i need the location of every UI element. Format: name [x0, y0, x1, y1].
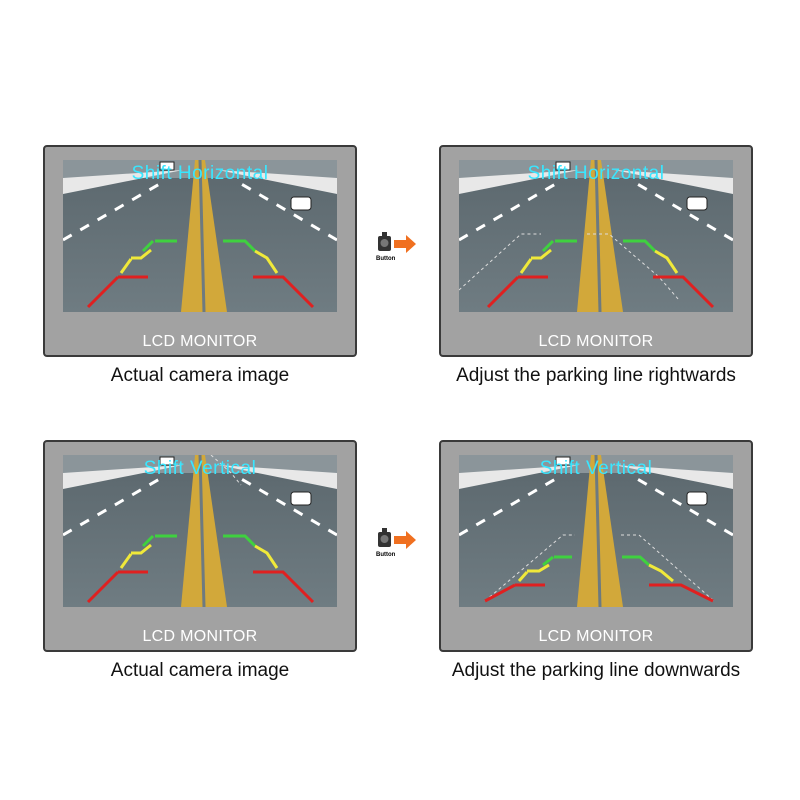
button-arrow-bottom: Button [376, 528, 420, 564]
button-label: Button [376, 552, 396, 558]
arrow-right-icon [394, 531, 416, 549]
camera-screen [459, 455, 733, 607]
camera-screen [459, 160, 733, 312]
overlay-text: Shift Horizontal [527, 163, 665, 184]
lcd-monitor: Shift Vertical LCD MONITOR [439, 440, 753, 652]
monitor-label: LCD MONITOR [538, 333, 654, 350]
overlay-text: Shift Vertical [539, 458, 653, 479]
camera-button-icon [378, 232, 416, 253]
caption: Actual camera image [110, 365, 290, 386]
caption: Adjust the parking line rightwards [456, 365, 736, 386]
lcd-monitor: Shift Vertical LCD MONITOR [43, 440, 357, 652]
camera-button-icon [378, 528, 416, 549]
overlay-text: Shift Vertical [143, 458, 257, 479]
lcd-monitor: Shift Horizontal LCD MONITOR [43, 145, 357, 357]
camera-screen [63, 160, 337, 312]
button-arrow-top: Button [376, 232, 420, 268]
monitor-label: LCD MONITOR [142, 628, 258, 645]
caption: Adjust the parking line downwards [451, 660, 741, 681]
monitor-label: LCD MONITOR [538, 628, 654, 645]
lcd-monitor: Shift Horizontal LCD MONITOR [439, 145, 753, 357]
caption: Actual camera image [110, 660, 290, 681]
monitor-label: LCD MONITOR [142, 333, 258, 350]
overlay-text: Shift Horizontal [131, 163, 269, 184]
button-label: Button [376, 256, 396, 262]
arrow-right-icon [394, 235, 416, 253]
camera-screen [63, 455, 337, 607]
